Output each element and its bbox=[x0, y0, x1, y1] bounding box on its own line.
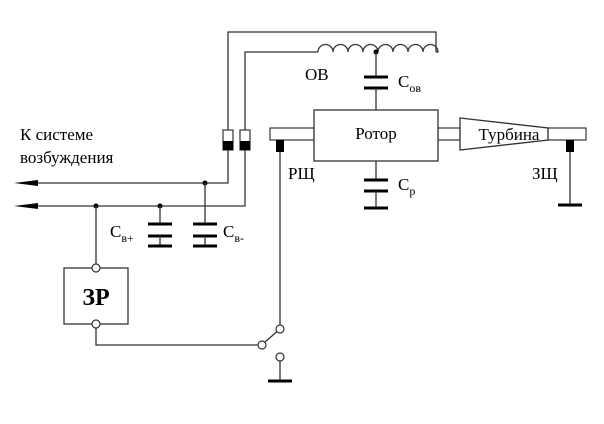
c-ov-label: Сов bbox=[398, 72, 421, 95]
brush-zsh-label: ЗЩ bbox=[532, 164, 558, 183]
brush-zsh-body bbox=[566, 140, 574, 152]
shaft-right bbox=[547, 127, 587, 141]
capacitor-c-r bbox=[364, 161, 388, 210]
excitation-label-line1: К системе bbox=[20, 125, 93, 144]
slip-ring-brushes bbox=[222, 129, 251, 151]
excitation-system-label: К системе возбуждения bbox=[20, 125, 114, 167]
zr-terminal-bottom bbox=[91, 319, 101, 329]
capacitor-c-v-minus bbox=[193, 183, 217, 248]
excitation-label-line2: возбуждения bbox=[20, 148, 114, 167]
arrow-upper bbox=[14, 180, 38, 186]
c-r-label: Ср bbox=[398, 175, 415, 198]
shaft-left bbox=[269, 127, 315, 141]
field-winding-label: ОВ bbox=[305, 65, 329, 84]
rotor-block bbox=[313, 109, 439, 162]
turbine-label: Турбина bbox=[479, 125, 540, 144]
capacitor-c-v-plus bbox=[148, 206, 172, 248]
c-vplus-label: Св+ bbox=[110, 222, 134, 245]
bus-upper-wire bbox=[38, 150, 229, 184]
excitation-input-arrows bbox=[14, 180, 38, 209]
zr-return-wire bbox=[95, 328, 258, 346]
switch-pivot bbox=[257, 340, 267, 350]
brush-rsh-label: РЩ bbox=[288, 164, 315, 183]
capacitor-c-ov bbox=[364, 49, 388, 110]
brush-rsh bbox=[276, 140, 284, 325]
brush-zsh bbox=[558, 140, 582, 207]
rotor-label: Ротор bbox=[355, 124, 397, 143]
field-winding-lead-outer bbox=[227, 31, 437, 130]
switch-contact-upper bbox=[275, 324, 285, 334]
bus-lower-wire bbox=[38, 150, 246, 207]
brush-right-fill bbox=[240, 141, 250, 150]
switch bbox=[257, 324, 292, 383]
shaft-middle bbox=[437, 127, 461, 141]
field-winding-lead-inner bbox=[244, 51, 318, 130]
zr-label: ЗР bbox=[82, 285, 109, 311]
turbine-block bbox=[459, 117, 549, 151]
arrow-lower bbox=[14, 203, 38, 209]
zr-terminal-top bbox=[91, 263, 101, 273]
brush-left-fill bbox=[223, 141, 233, 150]
c-vminus-label: Св- bbox=[223, 222, 244, 245]
switch-contact-lower bbox=[275, 352, 285, 362]
zr-block bbox=[63, 267, 129, 325]
brush-rsh-body bbox=[276, 140, 284, 152]
